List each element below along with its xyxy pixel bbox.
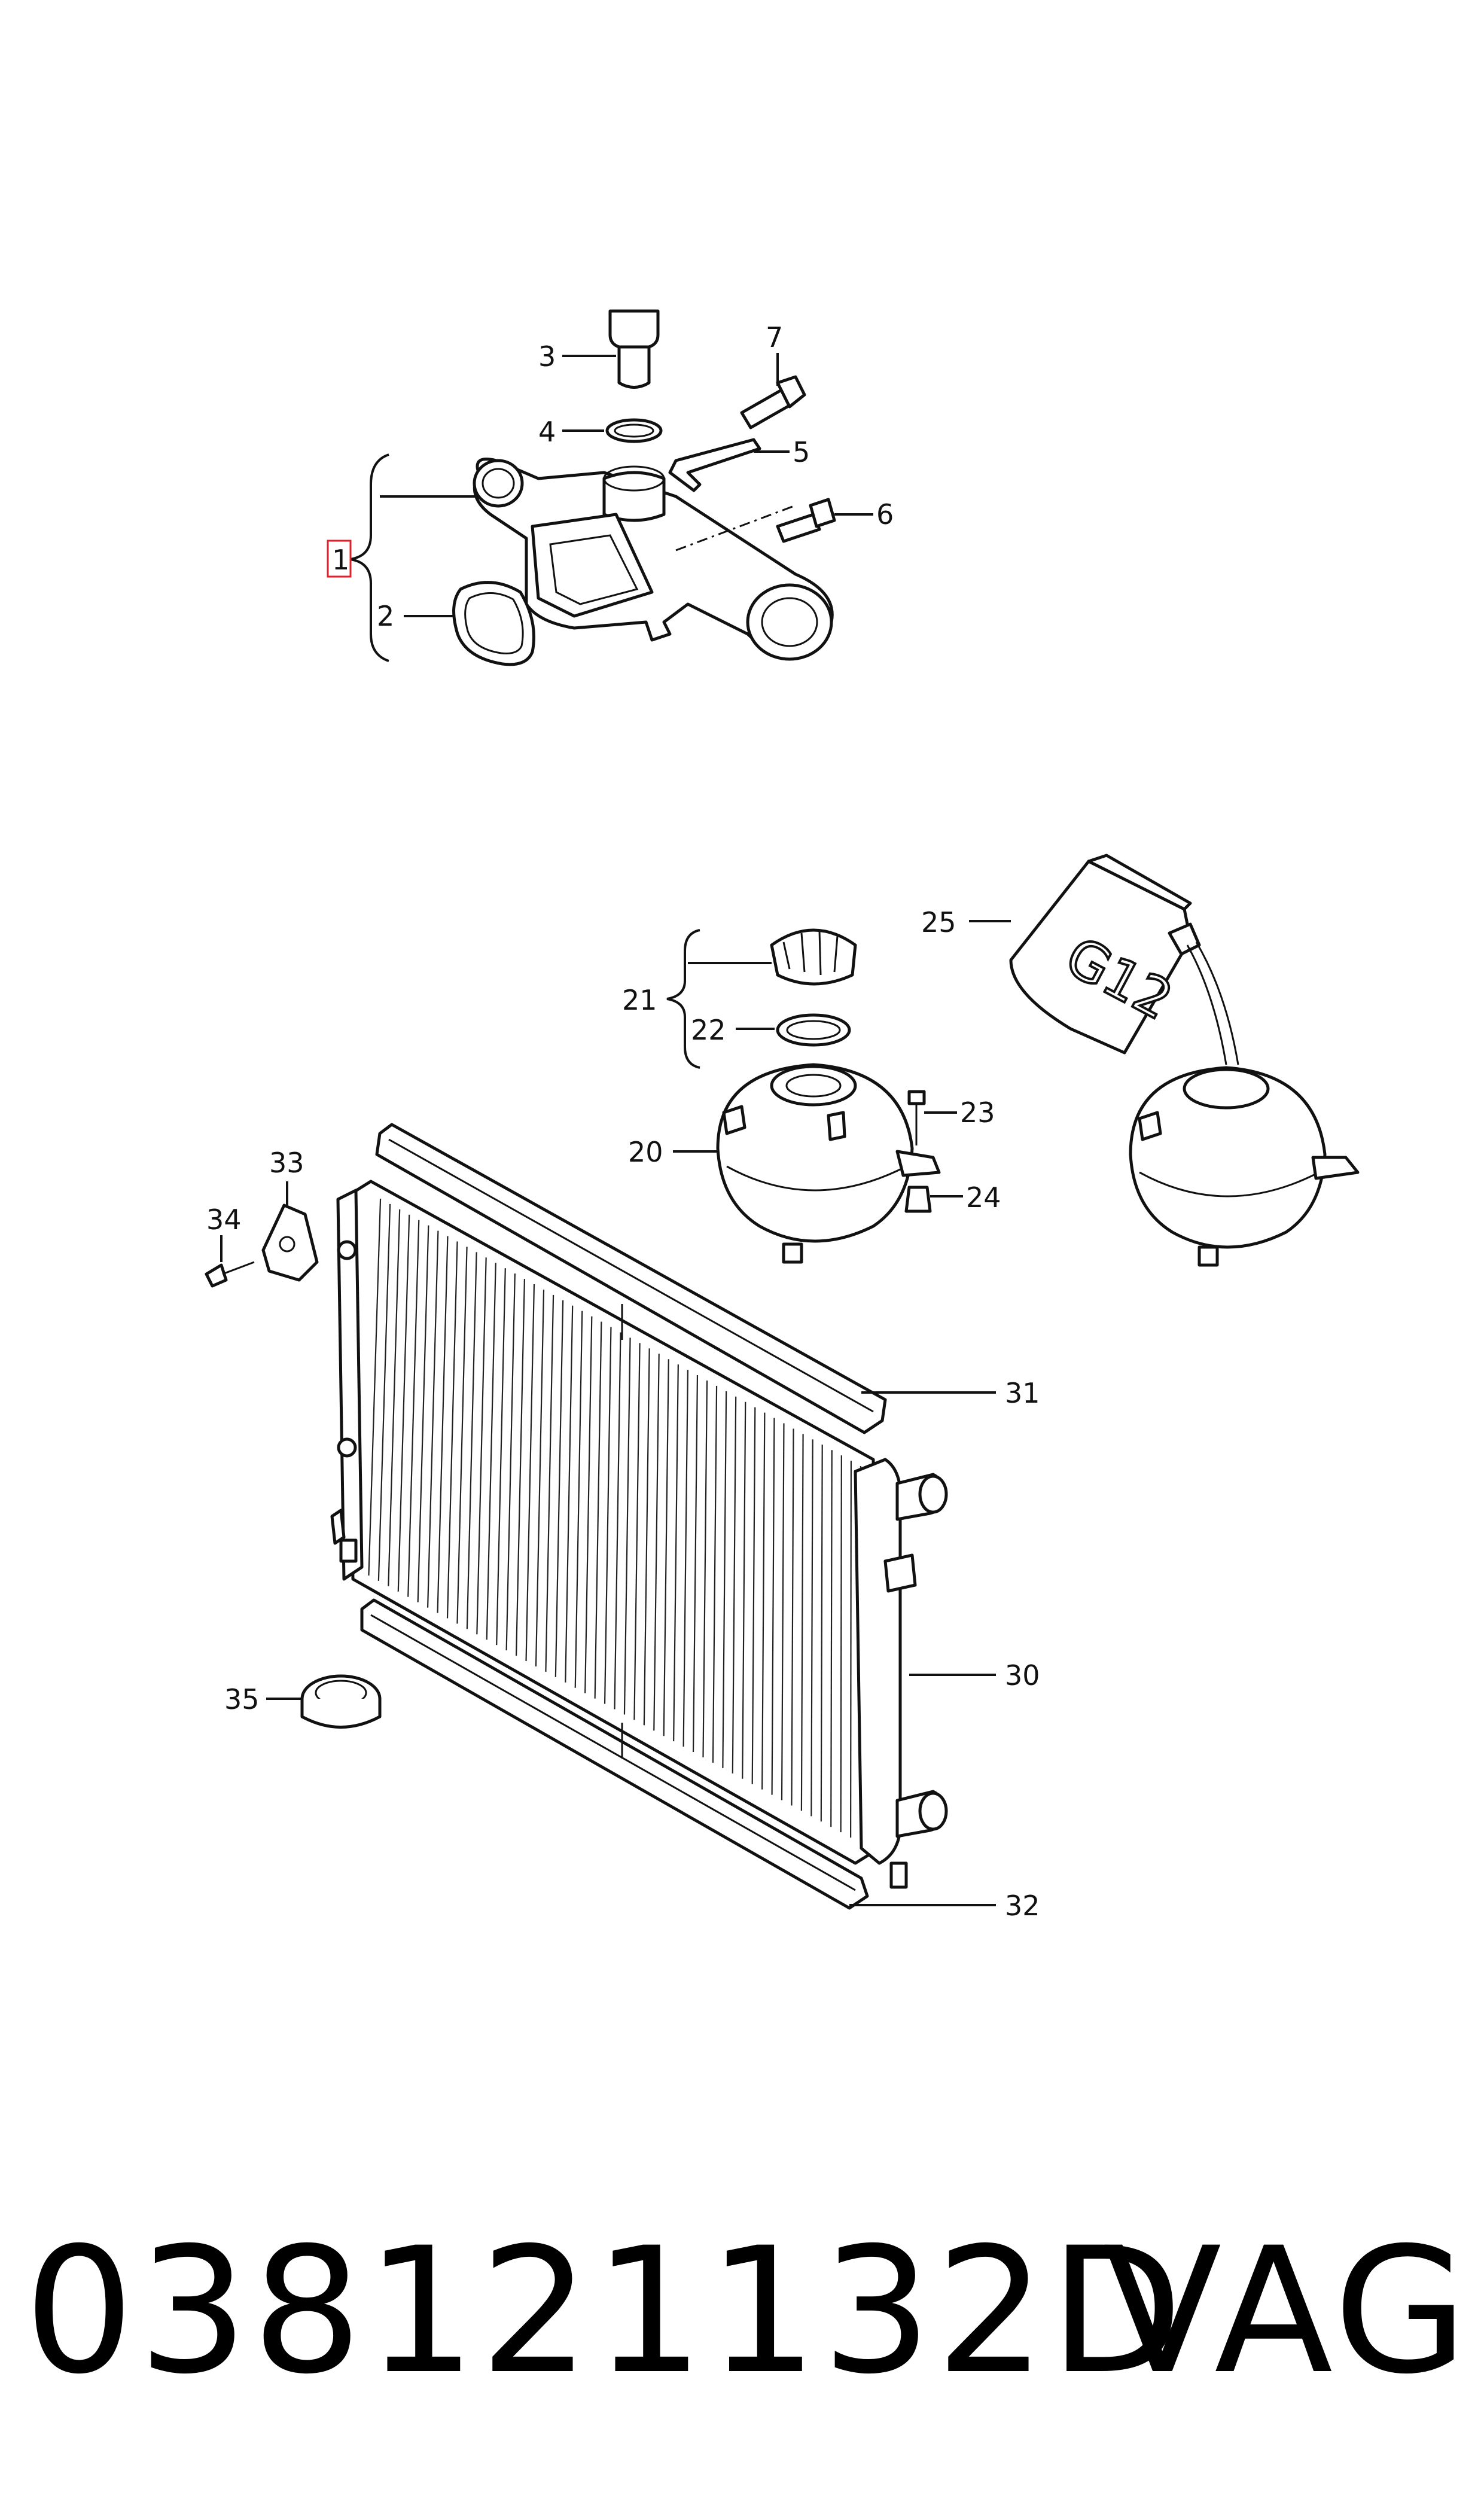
tank-mounting-tab xyxy=(897,1151,939,1175)
expansion-tank-group: G12 20 21 22 23 24 25 xyxy=(622,855,1358,1265)
tank-sensor-port xyxy=(828,1113,845,1139)
mount-screw-head xyxy=(206,1265,226,1286)
callout-33: 33 xyxy=(269,1147,304,1179)
radiator-right-foot xyxy=(891,1863,906,1887)
retaining-clip xyxy=(670,440,760,490)
tank-filled-outlet xyxy=(1199,1247,1217,1265)
callout-3: 3 xyxy=(538,340,556,373)
radiator-group: 31 30 32 33 34 35 xyxy=(206,1125,1040,1922)
brand-name: VAG xyxy=(1103,2213,1471,2411)
callout-25: 25 xyxy=(921,906,956,938)
temperature-sender-body xyxy=(619,347,649,388)
radiator-lower-pipe-end xyxy=(920,1793,946,1829)
coolant-flange-group: 1 2 3 4 5 6 7 xyxy=(328,311,894,665)
callout-20: 20 xyxy=(628,1136,663,1168)
tank-filled-neck xyxy=(1184,1069,1268,1108)
radiator-fin-line xyxy=(841,1455,842,1832)
flange-left-pipe-end xyxy=(474,461,522,506)
callout-22: 22 xyxy=(691,1014,726,1046)
callout-5: 5 xyxy=(793,436,810,468)
flange-sensor-neck xyxy=(604,473,664,520)
callout-7: 7 xyxy=(766,321,783,354)
tank-vent-port xyxy=(724,1107,745,1133)
footer: 038121132D VAG xyxy=(24,2213,1471,2411)
bracket-21 xyxy=(667,930,700,1068)
clip-nut xyxy=(906,1187,930,1211)
callout-6: 6 xyxy=(876,498,894,531)
callout-30: 30 xyxy=(1005,1659,1040,1692)
screw-head-23 xyxy=(909,1092,924,1104)
tank-filled-tab xyxy=(1313,1157,1358,1178)
callout-4: 4 xyxy=(538,416,556,448)
tank-filler-neck xyxy=(772,1066,855,1105)
radiator-right-tank xyxy=(855,1459,901,1863)
callout-1: 1 xyxy=(332,544,349,576)
cap-seal xyxy=(778,1015,849,1045)
grommet-base xyxy=(302,1699,380,1727)
mount-screw-shank xyxy=(223,1262,254,1274)
radiator-left-stud-top xyxy=(339,1242,355,1259)
flange-right-pipe-end xyxy=(748,585,831,659)
radiator-left-stud-mid xyxy=(339,1439,355,1456)
tank-filled-vent-port xyxy=(1139,1113,1160,1139)
rubber-mount xyxy=(263,1205,317,1280)
radiator-left-foot xyxy=(341,1540,356,1561)
bolt-head-6 xyxy=(810,499,834,526)
callout-31: 31 xyxy=(1005,1377,1040,1409)
coolant-stream xyxy=(1187,942,1238,1065)
callout-2: 2 xyxy=(377,600,394,632)
radiator-drain-plug xyxy=(885,1555,915,1591)
callout-35: 35 xyxy=(224,1683,260,1715)
part-number: 038121132D xyxy=(24,2213,1187,2411)
callout-23: 23 xyxy=(960,1096,995,1129)
callout-24: 24 xyxy=(966,1181,1001,1214)
tank-outlet xyxy=(784,1244,802,1262)
callout-34: 34 xyxy=(206,1203,242,1236)
radiator-left-mount xyxy=(332,1510,344,1543)
radiator-fin-line xyxy=(831,1450,832,1827)
callout-32: 32 xyxy=(1005,1890,1040,1922)
radiator-upper-pipe-end xyxy=(920,1476,946,1512)
expansion-tank-cap xyxy=(772,930,855,984)
callout-21: 21 xyxy=(622,984,657,1016)
